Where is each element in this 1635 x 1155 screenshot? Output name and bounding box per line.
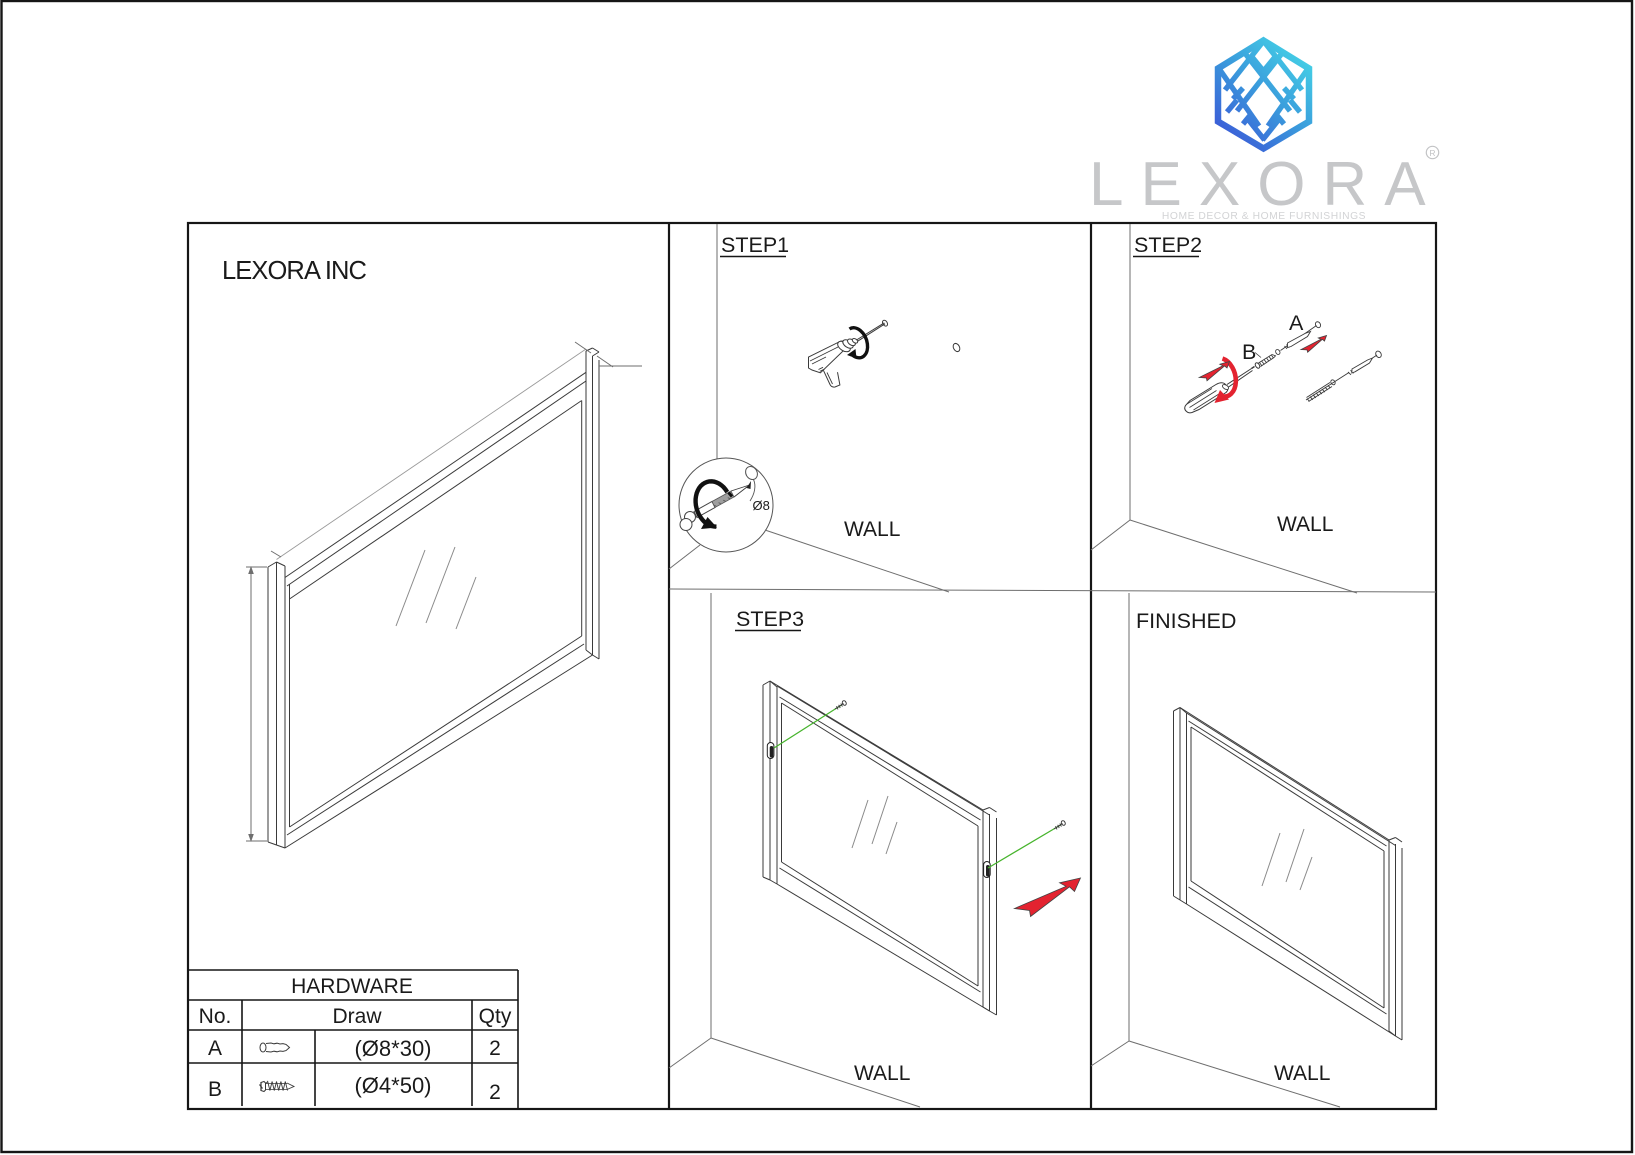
svg-text:LEXORA INC: LEXORA INC — [222, 257, 367, 285]
svg-text:(Ø8*30): (Ø8*30) — [354, 1036, 431, 1061]
svg-text:Qty: Qty — [479, 1005, 512, 1028]
svg-text:A: A — [1289, 311, 1304, 335]
svg-text:B: B — [208, 1078, 222, 1101]
svg-text:STEP3: STEP3 — [736, 607, 804, 631]
svg-text:WALL: WALL — [844, 518, 900, 541]
svg-text:STEP2: STEP2 — [1134, 233, 1202, 257]
svg-text:R: R — [1429, 148, 1435, 158]
svg-text:Draw: Draw — [332, 1005, 382, 1028]
svg-text:STEP1: STEP1 — [721, 233, 789, 257]
svg-text:HOME DECOR & HOME FURNISHINGS: HOME DECOR & HOME FURNISHINGS — [1162, 211, 1366, 222]
svg-text:WALL: WALL — [1274, 1062, 1330, 1085]
svg-text:HARDWARE: HARDWARE — [291, 975, 413, 998]
svg-text:FINISHED: FINISHED — [1136, 609, 1236, 633]
svg-text:LEXORA: LEXORA — [1089, 150, 1443, 219]
svg-text:(Ø4*50): (Ø4*50) — [354, 1073, 431, 1098]
svg-text:2: 2 — [489, 1081, 501, 1104]
svg-text:B: B — [1242, 340, 1256, 364]
svg-text:A: A — [208, 1037, 222, 1060]
svg-text:2: 2 — [489, 1037, 501, 1060]
svg-text:Ø8: Ø8 — [753, 498, 770, 513]
svg-text:No.: No. — [199, 1005, 232, 1028]
svg-text:WALL: WALL — [854, 1062, 910, 1085]
svg-text:WALL: WALL — [1277, 513, 1333, 536]
